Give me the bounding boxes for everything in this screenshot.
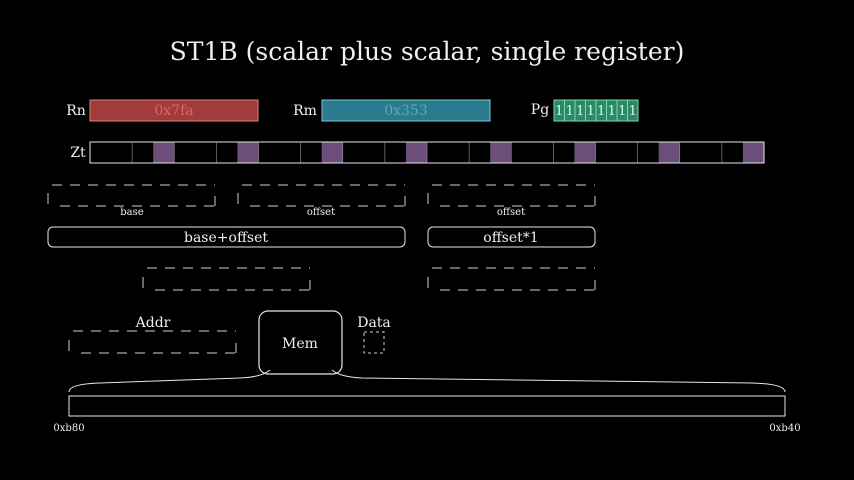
- pg-bit-value: 1: [587, 104, 595, 119]
- memory-strip: [68, 395, 786, 417]
- memory-end-address: 0xb40: [769, 423, 800, 434]
- offset2-label: offset: [497, 207, 525, 218]
- memory-unit-box: [258, 310, 343, 375]
- zt-lane-byte: [658, 142, 680, 163]
- pg-bit-value: 1: [555, 104, 563, 119]
- diagram-title: ST1B (scalar plus scalar, single registe…: [170, 37, 685, 66]
- base-label: base: [120, 207, 143, 218]
- zt-lane-byte: [490, 142, 512, 163]
- pg-bit-value: 1: [618, 104, 626, 119]
- offset-scale-label: offset*1: [483, 230, 538, 246]
- rm-label: Rm: [293, 103, 317, 119]
- pg-bit-value: 1: [629, 104, 637, 119]
- data-label: Data: [357, 315, 391, 331]
- pg-bit-cell: [627, 99, 639, 122]
- zt-lane-byte: [405, 142, 427, 163]
- rn-label: Rn: [66, 103, 86, 119]
- rn-register-box: [89, 99, 259, 122]
- rn-value: 0x7fa: [154, 103, 193, 119]
- pg-bit-value: 1: [597, 104, 605, 119]
- zt-lane-byte: [321, 142, 343, 163]
- memory-brace: [68, 369, 786, 393]
- rm-register-box: [321, 99, 491, 122]
- pg-bit-value: 1: [576, 104, 584, 119]
- rm-value: 0x353: [384, 103, 428, 119]
- base-plus-offset-label: base+offset: [184, 230, 268, 246]
- pg-bit-value: 1: [566, 104, 574, 119]
- zt-lane-byte: [153, 142, 175, 163]
- zt-vector-register: [89, 141, 765, 164]
- memory-start-address: 0xb80: [53, 423, 84, 434]
- data-placeholder-box: [363, 331, 385, 354]
- zt-lane-byte: [237, 142, 259, 163]
- memory-unit-label: Mem: [282, 336, 318, 352]
- zt-label: Zt: [70, 145, 86, 161]
- pg-bit-value: 1: [608, 104, 616, 119]
- pg-label: Pg: [531, 102, 549, 118]
- addr-label: Addr: [135, 315, 171, 331]
- zt-lane-byte: [574, 142, 596, 163]
- base-plus-offset-box: [47, 226, 406, 248]
- offset-scale-box: [427, 226, 596, 248]
- zt-lane-byte: [742, 142, 764, 163]
- offset-label: offset: [307, 207, 335, 218]
